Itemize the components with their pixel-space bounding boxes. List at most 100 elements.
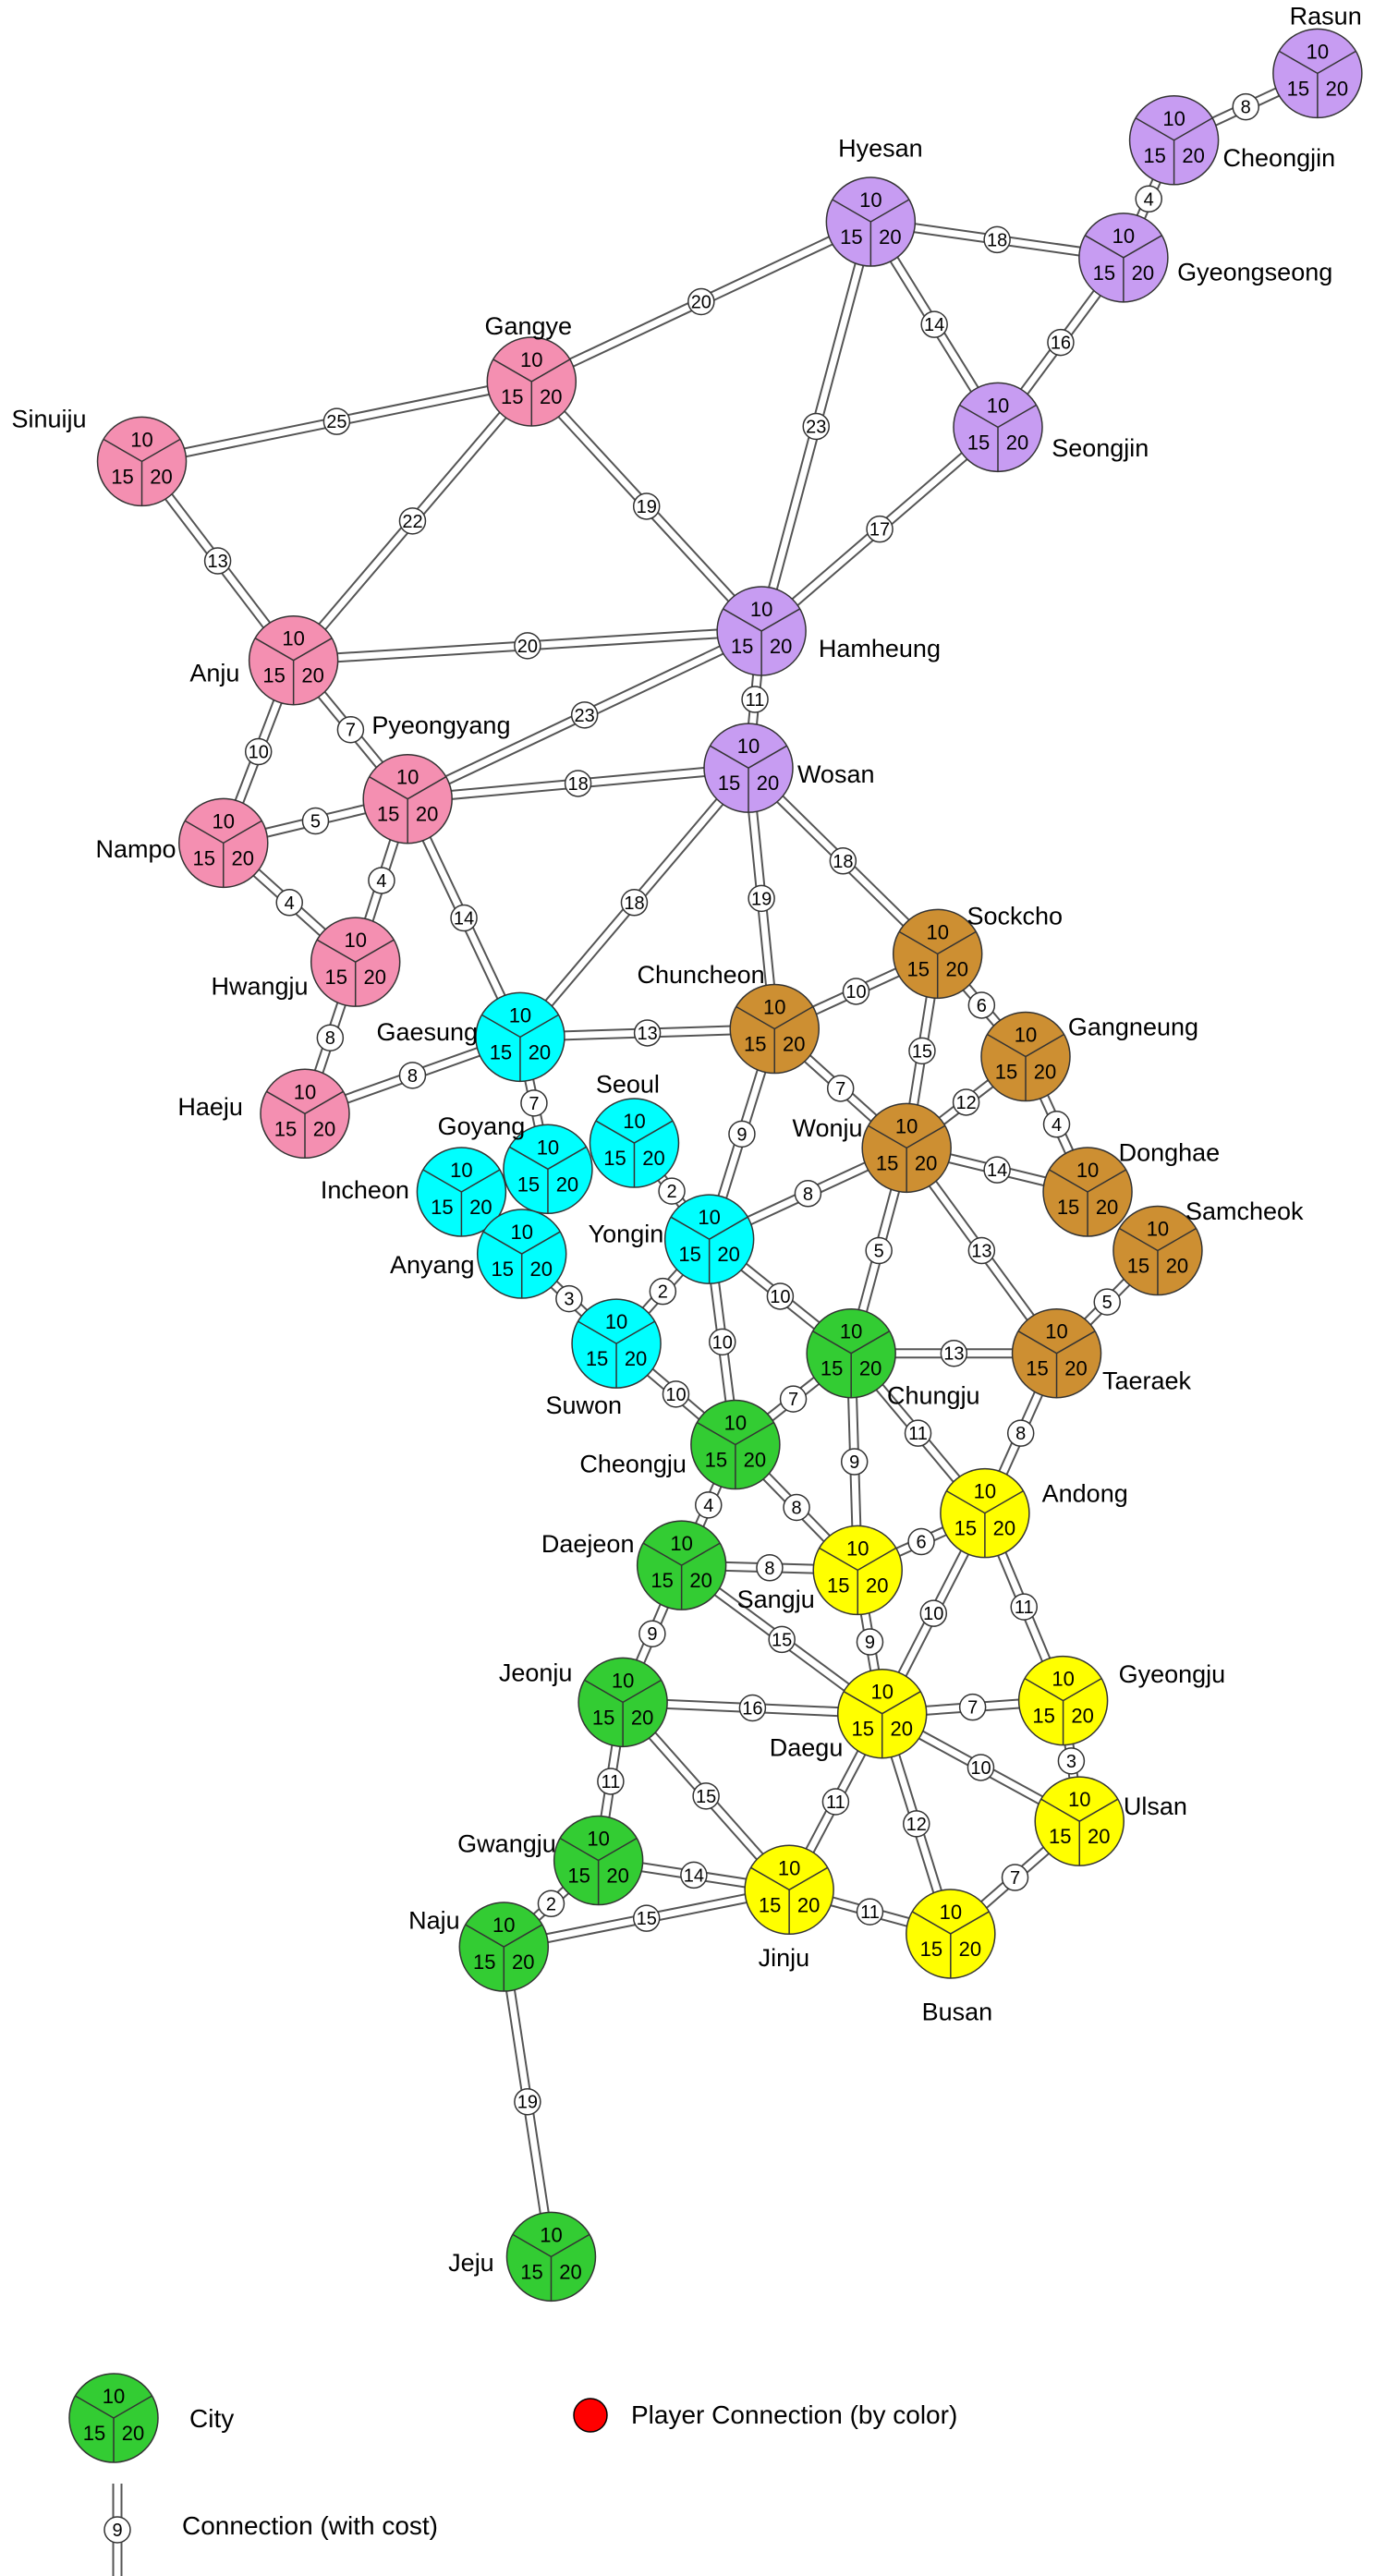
svg-text:20: 20 (691, 292, 711, 312)
city-slot-20: 20 (631, 1706, 653, 1729)
city-slot-15: 15 (995, 1061, 1017, 1084)
svg-text:8: 8 (1241, 98, 1251, 118)
connection-cost-sockcho-wonju: 15 (908, 1037, 936, 1065)
city-slot-15: 15 (967, 431, 990, 454)
city-slot-20: 20 (469, 1196, 492, 1219)
city-slot-10: 10 (940, 1901, 962, 1924)
city-name-nampo: Nampo (96, 835, 176, 863)
connection-cost-chungju-sangju: 9 (840, 1448, 869, 1476)
connection-cost-hyesan-seongjin: 14 (920, 310, 948, 338)
city-slot-20: 20 (559, 2260, 581, 2283)
svg-text:10: 10 (970, 1758, 991, 1779)
city-name-daegu: Daegu (770, 1734, 844, 1762)
connection-cost-naju-jinju: 15 (632, 1904, 661, 1932)
svg-text:13: 13 (637, 1024, 657, 1044)
city-slot-10: 10 (1307, 40, 1329, 63)
city-slot-10: 10 (509, 1003, 531, 1027)
connection-cost-hamheung-pyeongyang: 23 (570, 701, 599, 729)
connection-cost-hyesan-gangye: 20 (687, 287, 715, 316)
city-slot-20: 20 (416, 803, 438, 826)
connection-cost-chungju-taeraek: 13 (940, 1339, 968, 1367)
city-slot-20: 20 (744, 1449, 766, 1472)
svg-text:14: 14 (454, 909, 474, 930)
connection-cost-yongin-suwon: 2 (649, 1277, 677, 1306)
city-slot-20: 20 (1088, 1825, 1110, 1848)
svg-text:7: 7 (967, 1698, 978, 1719)
connection-cost-andong-sangju: 6 (907, 1527, 935, 1556)
city-slot-15: 15 (827, 1574, 849, 1597)
svg-text:14: 14 (684, 1865, 704, 1886)
city-slot-20: 20 (1096, 1196, 1118, 1219)
svg-text:7: 7 (835, 1079, 845, 1100)
city-slot-10: 10 (926, 920, 948, 943)
connection-cost-andong-gyeongju: 11 (1010, 1593, 1038, 1621)
connection-cost-anju-pyeongyang: 7 (336, 715, 365, 744)
connection-cost-haeju-gaesung: 8 (398, 1062, 427, 1089)
city-slot-10: 10 (840, 1320, 862, 1343)
svg-text:23: 23 (806, 417, 826, 437)
svg-text:9: 9 (849, 1452, 859, 1473)
city-slot-10: 10 (750, 598, 772, 621)
city-name-suwon: Suwon (545, 1391, 622, 1419)
svg-text:14: 14 (987, 1160, 1007, 1181)
svg-text:9: 9 (112, 2521, 122, 2541)
city-slot-20: 20 (890, 1718, 912, 1741)
city-slot-10: 10 (870, 1681, 893, 1704)
connection-cost-daegu-gyeongju: 7 (958, 1693, 987, 1721)
city-slot-15: 15 (705, 1449, 727, 1472)
svg-text:10: 10 (845, 982, 866, 1002)
city-slot-15: 15 (592, 1706, 614, 1729)
city-slot-15: 15 (1057, 1196, 1079, 1219)
city-slot-15: 15 (567, 1865, 590, 1888)
city-slot-20: 20 (797, 1893, 820, 1916)
city-name-daejeon: Daejeon (541, 1530, 635, 1558)
svg-text:6: 6 (916, 1533, 926, 1553)
connection-cost-wosan-gaesung: 18 (620, 889, 649, 917)
city-name-wonju: Wonju (792, 1114, 862, 1142)
